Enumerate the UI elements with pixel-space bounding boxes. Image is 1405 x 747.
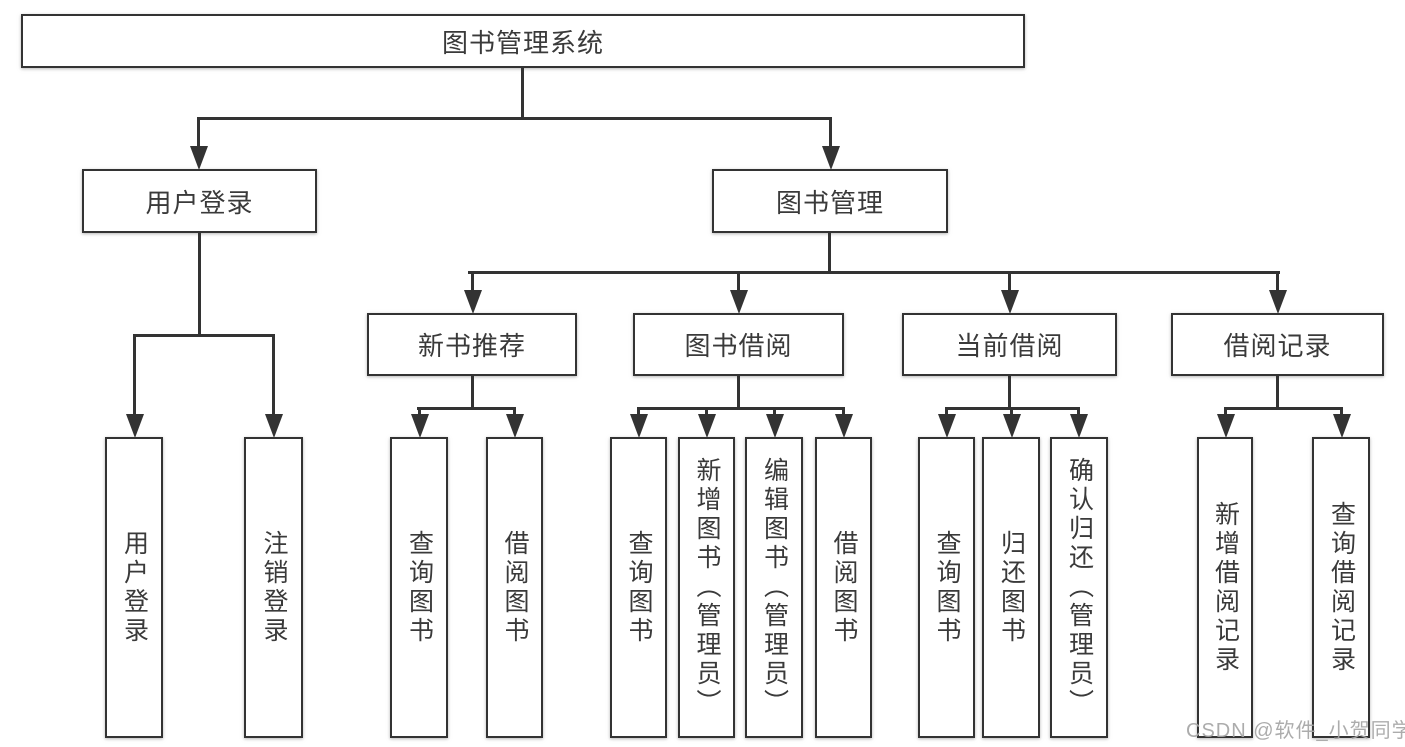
arrow-b1 [411,414,429,438]
leaf-logout-label: 注销登录 [260,529,288,646]
leaf-current-query-books: 查询图书 [918,437,975,738]
arrow-d3 [1070,414,1088,438]
leaf-recommend-query-books: 查询图书 [390,437,448,738]
connector-user-login-stem [197,117,200,151]
csdn-watermark: CSDN @软件_小贺同学 [1186,720,1405,742]
connector-borrowing-vline [737,374,740,409]
arrow-c2 [698,414,716,438]
node-root-label: 图书管理系统 [441,27,604,58]
connector-current-vline [1008,374,1011,409]
connector-book-mgmt-vline [828,231,831,273]
leaf-records-add-record: 新增借阅记录 [1197,437,1253,738]
connector-records-stem [1276,271,1279,294]
arrow-user-login [190,146,208,170]
stem-c3 [773,407,776,420]
node-borrow-records-label: 借阅记录 [1223,331,1332,361]
connector-user-login-vline [198,231,201,336]
connector-recommend-stem [471,271,474,294]
arrow-e2 [1333,414,1351,438]
leaf-borrowing-add-books-admin-label: 新增图书（管理员） [693,457,721,718]
arrow-borrowing [730,290,748,314]
stem-c4 [842,407,845,420]
connector-leaf-logout-stem [272,334,275,418]
stem-d3 [1077,407,1080,420]
connector-current-stem [1008,271,1011,294]
arrow-book-mgmt [822,146,840,170]
leaf-recommend-borrow-books: 借阅图书 [486,437,543,738]
leaf-borrowing-query-books-label: 查询图书 [625,529,653,646]
stem-c2 [705,407,708,420]
leaf-borrowing-borrow-books: 借阅图书 [815,437,872,738]
leaf-borrowing-query-books: 查询图书 [610,437,667,738]
connector-recommend-hline [417,407,516,410]
leaf-current-return-books: 归还图书 [982,437,1040,738]
leaf-borrowing-edit-books-admin-label: 编辑图书（管理员） [760,457,789,718]
node-new-book-recommend-label: 新书推荐 [417,331,526,361]
arrow-current [1001,290,1019,314]
leaf-borrowing-add-books-admin: 新增图书（管理员） [678,437,735,738]
leaf-recommend-query-books-label: 查询图书 [405,529,434,646]
node-book-borrowing: 图书借阅 [633,313,844,376]
node-book-management-label: 图书管理 [775,187,884,218]
arrow-c3 [766,414,784,438]
stem-b1 [418,407,421,420]
leaf-current-return-books-label: 归还图书 [997,529,1026,646]
connector-records-vline [1276,374,1279,409]
connector-root-vline [521,67,524,119]
node-user-login: 用户登录 [82,169,317,233]
stem-d1 [945,407,948,420]
node-current-borrowing: 当前借阅 [902,313,1117,376]
connector-level1-hline [197,117,831,120]
node-current-borrowing-label: 当前借阅 [955,331,1064,361]
leaf-recommend-borrow-books-label: 借阅图书 [501,529,529,646]
leaf-borrowing-edit-books-admin: 编辑图书（管理员） [745,437,803,738]
node-book-borrowing-label: 图书借阅 [684,331,793,361]
arrow-d1 [938,414,956,438]
leaf-records-query-record: 查询借阅记录 [1312,437,1370,738]
leaf-logout: 注销登录 [244,437,303,738]
arrow-c4 [835,414,853,438]
arrow-e1 [1217,414,1235,438]
stem-e1 [1224,407,1227,420]
leaf-borrowing-borrow-books-label: 借阅图书 [830,529,858,646]
leaf-current-query-books-label: 查询图书 [933,529,961,646]
arrow-leaf-logout [265,414,283,438]
arrow-records [1269,290,1287,314]
leaf-current-confirm-return-admin-label: 确认归还（管理员） [1065,457,1094,718]
stem-b2 [513,407,516,420]
connector-records-hline [1224,407,1343,410]
leaf-user-login-label: 用户登录 [120,529,149,646]
stem-e2 [1340,407,1343,420]
connector-leaf-login-stem [133,334,136,418]
connector-recommend-vline [471,374,474,409]
arrow-c1 [630,414,648,438]
connector-level2-hline [468,271,1280,274]
leaf-records-add-record-label: 新增借阅记录 [1211,500,1240,675]
leaf-current-confirm-return-admin: 确认归还（管理员） [1050,437,1108,738]
node-root: 图书管理系统 [21,14,1025,68]
leaf-records-query-record-label: 查询借阅记录 [1327,500,1356,675]
node-borrow-records: 借阅记录 [1171,313,1384,376]
arrow-b2 [506,414,524,438]
arrow-d2 [1003,414,1021,438]
connector-borrowing-hline [637,407,845,410]
node-new-book-recommend: 新书推荐 [367,313,577,376]
connector-borrowing-stem [737,271,740,294]
node-book-management: 图书管理 [712,169,948,233]
connector-user-login-hline [133,334,274,337]
arrow-recommend [464,290,482,314]
node-user-login-label: 用户登录 [145,187,254,218]
connector-book-mgmt-stem [829,117,832,151]
stem-c1 [637,407,640,420]
stem-d2 [1010,407,1013,420]
leaf-user-login: 用户登录 [105,437,163,738]
arrow-leaf-login [126,414,144,438]
